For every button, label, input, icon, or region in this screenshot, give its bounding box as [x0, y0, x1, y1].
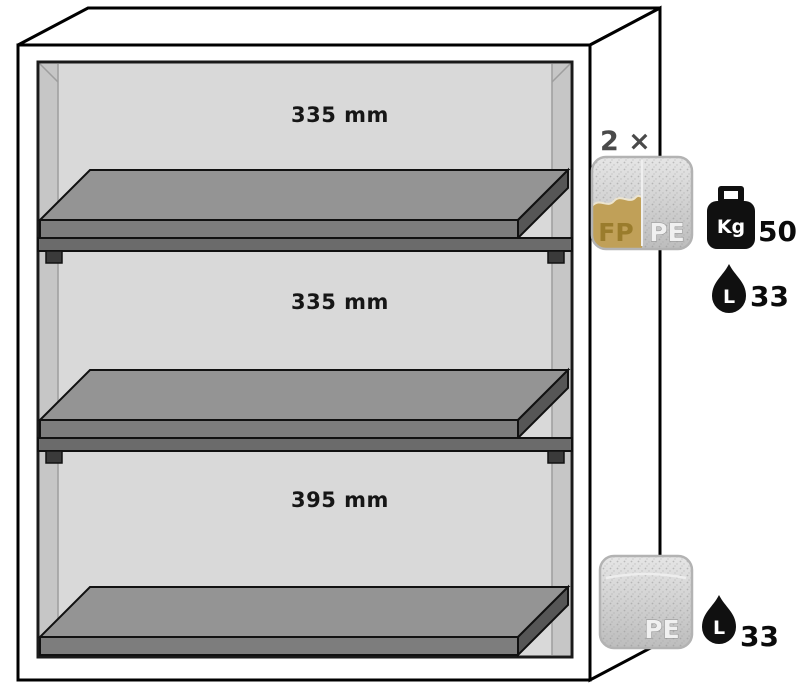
shelf-2-right-support — [547, 450, 565, 464]
tray-2-front-face — [39, 419, 519, 439]
tray-2-top-surface — [37, 369, 571, 421]
tray-2 — [37, 367, 571, 441]
interior-left-wall — [40, 64, 58, 655]
tray-1-top-surface — [37, 169, 571, 221]
shelf-1-board — [37, 237, 573, 252]
compartment-2-height-label: 335 mm — [291, 290, 389, 314]
pe-material-label: PE — [649, 218, 684, 247]
sump-icon-border — [598, 554, 694, 650]
fp-material-label: FP — [598, 218, 633, 247]
weight-handle-hole — [724, 191, 738, 199]
compartment-labels: 335 mm 335 mm 395 mm — [291, 103, 389, 512]
fp-material-blob — [592, 194, 643, 249]
shelf-1-right-support — [547, 250, 565, 264]
cabinet-body — [16, 5, 662, 683]
sump-volume-value: 33 — [740, 620, 779, 653]
cabinet-top-face — [17, 6, 661, 47]
sump-volume-unit-label: L — [713, 617, 725, 639]
volume-value: 33 — [750, 280, 789, 313]
tray-1-front-face — [39, 219, 519, 239]
sump-liter-droplet-icon: L — [702, 595, 736, 644]
weight-icon: Kg — [707, 186, 755, 249]
sump-tray — [37, 584, 571, 658]
sump-spec-annotation: PE L 33 — [598, 554, 779, 653]
shelf-1-left-support — [45, 250, 63, 264]
sump-tray-top-surface — [37, 586, 571, 638]
sump-material-label: PE — [644, 615, 679, 644]
weight-body — [707, 201, 755, 249]
fp-pe-tray-icon: FP PE — [590, 155, 694, 251]
right-wall-corner — [551, 63, 571, 83]
compartment-1-height-label: 335 mm — [291, 103, 389, 127]
sump-tray-front-face — [39, 636, 519, 656]
shelf-2-left-support — [45, 450, 63, 464]
volume-unit-label: L — [723, 286, 735, 308]
droplet-shape — [712, 264, 746, 313]
tray-1 — [37, 167, 571, 241]
sump-icon-texture — [600, 556, 692, 648]
fp-pe-icon-border — [590, 155, 694, 251]
weight-unit-label: Kg — [717, 216, 745, 238]
fp-gold-area — [592, 195, 642, 249]
shelf-2 — [37, 437, 573, 464]
interior-right-wall — [552, 64, 570, 655]
left-wall-corner — [39, 63, 59, 83]
shelf-2-board — [37, 437, 573, 452]
sump-pe-icon: PE — [598, 554, 694, 650]
liter-droplet-icon: L — [712, 264, 746, 313]
tray-spec-annotation: 2 × FP PE Kg 50 L 33 — [590, 126, 797, 313]
sump-droplet-shape — [702, 595, 736, 644]
fp-wave-highlight — [592, 194, 643, 207]
weight-value: 50 — [758, 215, 797, 248]
cabinet-interior — [36, 60, 574, 659]
tray-count-label: 2 × — [600, 126, 651, 157]
sump-rim-highlight — [605, 572, 687, 580]
shelf-1 — [37, 237, 573, 264]
compartment-3-height-label: 395 mm — [291, 488, 389, 512]
